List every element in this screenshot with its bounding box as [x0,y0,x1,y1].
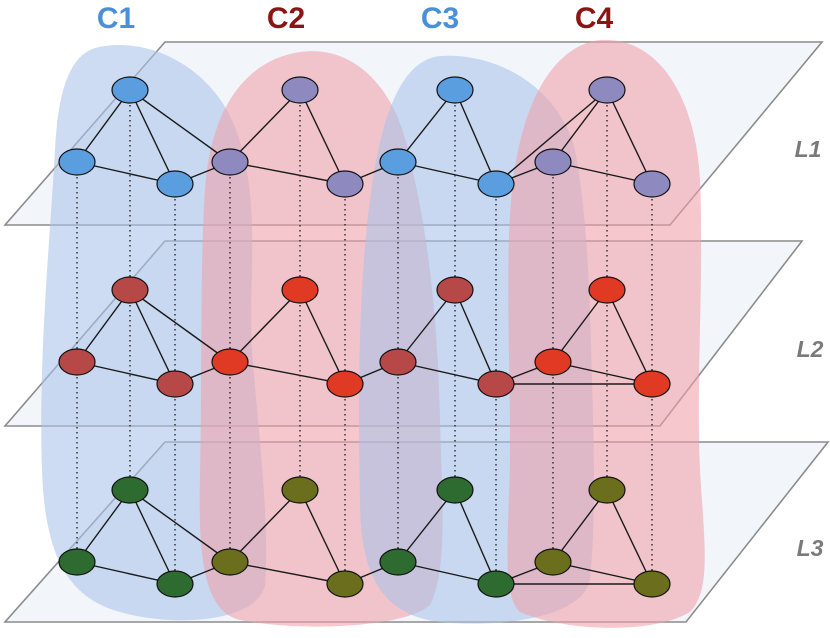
edge-l1-cross-2 [495,89,608,185]
node-l2-c4-right [633,370,671,398]
edge-l1-c2-top-right [299,89,346,185]
node-l3-c2-right [326,570,364,598]
node-l1-c1-right [156,170,194,198]
edge-l3-c4-top-left [552,489,608,563]
layer-label-l3: L3 [797,535,824,561]
community-label-c4: C4 [575,2,614,35]
node-l3-c2-top [281,476,319,504]
node-l2-c2-top [281,276,319,304]
edge-l3-c4-top-right [606,489,653,585]
node-l2-c1-top [111,276,149,304]
edge-l1-c2-left-right [229,161,346,185]
node-l2-c4-left [534,348,572,376]
edge-l2-c4-top-right [606,289,653,385]
edge-l3-cross-5 [129,489,231,563]
node-l2-c2-left [211,348,249,376]
edge-l2-c3-top-left [397,289,456,363]
node-l3-c4-top [588,476,626,504]
node-l1-c4-right [633,170,671,198]
node-l3-c1-left [58,548,96,576]
edge-l1-cross-1 [129,89,231,163]
node-l3-c4-right [633,570,671,598]
community-label-c1: C1 [97,2,135,35]
layer-label-l2: L2 [797,336,824,362]
edge-l1-c3-top-left [397,89,456,163]
node-l3-c2-left [211,548,249,576]
edge-l1-c4-top-right [606,89,653,185]
edge-l1-c4-top-left [552,89,608,163]
community-label-c2: C2 [267,2,305,35]
node-l2-c1-right [156,370,194,398]
edge-l2-c4-top-left [552,289,608,363]
labels: C1 C2 C3 C4 L1 L2 L3 [97,2,824,561]
node-l3-c3-right [477,570,515,598]
node-l1-c1-top [111,76,149,104]
edge-l2-c2-top-right [299,289,346,385]
node-l1-c3-top [436,76,474,104]
node-l2-c3-right [477,370,515,398]
network-nodes [58,76,671,598]
node-l1-c3-right [477,170,515,198]
node-l3-c3-top [436,476,474,504]
node-l1-c1-left [58,148,96,176]
layer-label-l1: L1 [795,136,822,162]
node-l2-c2-right [326,370,364,398]
community-regions [41,39,705,628]
edge-l2-c3-top-right [454,289,497,385]
node-l1-c2-top [281,76,319,104]
node-l1-c4-left [534,148,572,176]
edge-l1-c2-top-left [229,89,301,163]
node-l1-c2-right [326,170,364,198]
edge-l3-c3-top-right [454,489,497,585]
node-l3-c1-right [156,570,194,598]
node-l2-c1-left [58,348,96,376]
node-l1-c2-left [211,148,249,176]
edge-l3-c2-left-right [229,561,346,585]
node-l3-c3-left [379,548,417,576]
edge-l3-c2-top-right [299,489,346,585]
community-region-c4 [507,39,705,628]
node-l2-c4-top [588,276,626,304]
community-label-c3: C3 [421,2,459,35]
edge-l2-c2-left-right [229,361,346,385]
edge-l3-c2-top-left [229,489,301,563]
node-l1-c4-top [588,76,626,104]
edge-l2-cross-3 [129,289,231,363]
node-l3-c4-left [534,548,572,576]
edge-l3-c3-top-left [397,489,456,563]
edge-l3-c1-top-right [129,489,176,585]
node-l1-c3-left [379,148,417,176]
node-l3-c1-top [111,476,149,504]
edge-l1-c3-top-right [454,89,497,185]
edge-l2-c1-top-right [129,289,176,385]
node-l2-c3-left [379,348,417,376]
edge-l1-c1-top-right [129,89,176,185]
node-l2-c3-top [436,276,474,304]
edge-l2-c2-top-left [229,289,301,363]
